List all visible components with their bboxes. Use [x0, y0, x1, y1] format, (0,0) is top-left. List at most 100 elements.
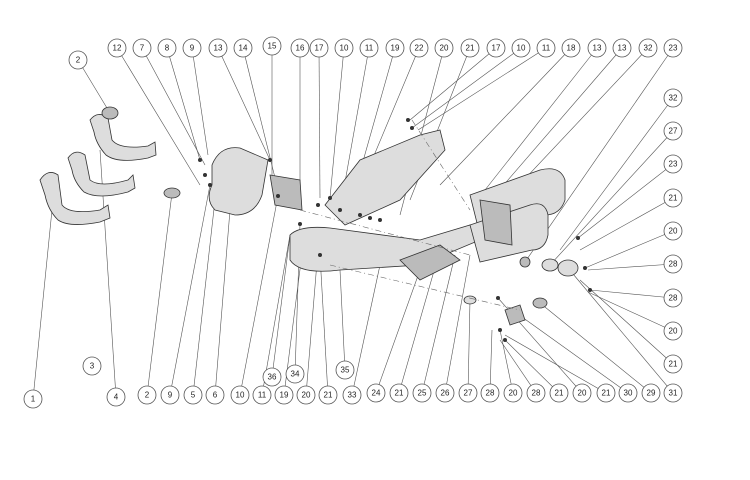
callout-10: 10 — [334, 38, 354, 58]
leader-line — [499, 329, 514, 394]
callout-21: 21 — [318, 385, 338, 405]
callout-label: 16 — [296, 44, 305, 53]
callout-label: 3 — [90, 362, 95, 371]
callout-label: 31 — [669, 389, 678, 398]
callout-14: 14 — [233, 38, 253, 58]
callout-34: 34 — [285, 364, 305, 384]
callout-circle — [137, 385, 157, 405]
callout-label: 10 — [517, 44, 526, 53]
leader-line — [514, 311, 629, 394]
catalyst-24 — [399, 244, 461, 281]
callout-21: 21 — [389, 383, 409, 403]
callout-20: 20 — [503, 383, 523, 403]
callout-circle — [183, 385, 203, 405]
callout-circle — [549, 383, 569, 403]
callout-label: 32 — [669, 94, 678, 103]
callout-circle — [503, 383, 523, 403]
leader-line — [214, 209, 231, 396]
callout-5: 5 — [183, 385, 203, 405]
header-pipe-3 — [67, 151, 136, 197]
assembly-axis-lines — [299, 119, 521, 311]
callout-6: 6 — [205, 385, 225, 405]
callout-18: 18 — [561, 38, 581, 58]
leader-line — [417, 47, 547, 131]
callout-circle — [663, 121, 683, 141]
callout-circle — [572, 383, 592, 403]
callout-circle — [587, 38, 607, 58]
fasteners — [198, 118, 592, 342]
callout-circle — [23, 389, 43, 409]
callout-circle — [342, 385, 362, 405]
callout-label: 7 — [140, 44, 145, 53]
callout-circle — [618, 383, 638, 403]
leader-line — [77, 59, 111, 114]
leader-line — [587, 263, 674, 271]
callout-circle — [435, 383, 455, 403]
callout-1: 1 — [23, 389, 43, 409]
callout-label: 17 — [315, 44, 324, 53]
callout-label: 20 — [669, 227, 678, 236]
leader-line — [305, 249, 319, 396]
leader-line — [444, 254, 471, 394]
callout-22: 22 — [409, 38, 429, 58]
callout-32: 32 — [638, 38, 658, 58]
callout-circle — [274, 385, 294, 405]
callout-9: 9 — [182, 38, 202, 58]
callout-15: 15 — [262, 36, 282, 56]
callout-label: 28 — [486, 389, 495, 398]
callout-circle — [262, 367, 282, 387]
callout-circle — [233, 38, 253, 58]
callout-circle — [458, 383, 478, 403]
callout-31: 31 — [663, 383, 683, 403]
callout-label: 30 — [624, 389, 633, 398]
gasket-29 — [532, 297, 548, 309]
callout-label: 21 — [324, 391, 333, 400]
callout-label: 20 — [578, 389, 587, 398]
callout-circle — [205, 385, 225, 405]
callout-label: 18 — [567, 44, 576, 53]
leader-line — [584, 230, 674, 269]
callout-label: 9 — [190, 44, 195, 53]
callout-circle — [230, 385, 250, 405]
leader-line — [166, 47, 201, 161]
callout-circle — [335, 360, 355, 380]
leader-line — [504, 334, 607, 394]
leader-line — [499, 339, 537, 394]
callout-circle — [334, 38, 354, 58]
callout-circle — [511, 38, 531, 58]
callout-7: 7 — [132, 38, 152, 58]
callout-circle — [252, 385, 272, 405]
callout-label: 10 — [236, 391, 245, 400]
parts — [39, 106, 592, 342]
callout-circle — [68, 50, 88, 70]
callout-20: 20 — [434, 38, 454, 58]
callout-label: 28 — [669, 294, 678, 303]
leader-line — [504, 339, 560, 394]
callout-32: 32 — [663, 88, 683, 108]
end-cap-31 — [557, 259, 579, 277]
callout-2: 2 — [68, 50, 88, 70]
callout-circle — [663, 288, 683, 308]
callout-9: 9 — [160, 385, 180, 405]
callout-21: 21 — [663, 354, 683, 374]
callout-3: 3 — [82, 356, 102, 376]
leader-line — [192, 199, 216, 396]
callout-circle — [160, 385, 180, 405]
callout-circle — [412, 383, 432, 403]
callout-label: 2 — [145, 391, 150, 400]
callout-11: 11 — [536, 38, 556, 58]
callout-circle — [663, 188, 683, 208]
leader-line — [141, 47, 206, 166]
callout-13: 13 — [612, 38, 632, 58]
callout-label: 19 — [391, 44, 400, 53]
gasket-26 — [519, 256, 531, 268]
callout-13: 13 — [208, 38, 228, 58]
callout-circle — [290, 38, 310, 58]
callout-label: 26 — [441, 389, 450, 398]
callout-circle — [663, 254, 683, 274]
callout-23: 23 — [663, 38, 683, 58]
callout-circle — [366, 383, 386, 403]
callout-circle — [359, 38, 379, 58]
callout-27: 27 — [458, 383, 478, 403]
